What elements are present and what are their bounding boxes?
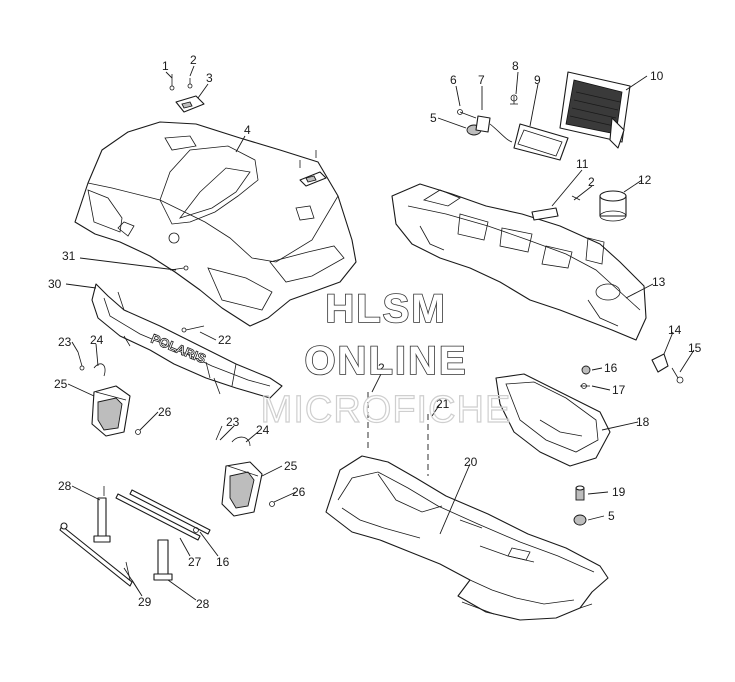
callout-19: 19 (612, 485, 626, 499)
callout-26-left: 26 (158, 405, 172, 419)
callout-16: 16 (216, 555, 230, 569)
callout-14: 14 (668, 323, 682, 337)
callout-2-dash: 2 (588, 175, 595, 189)
callout-6: 6 (450, 73, 457, 87)
callout-numbers: 1 2 3 4 5 6 7 8 9 10 11 2 12 13 14 15 16… (48, 53, 702, 611)
callout-26-right: 26 (292, 485, 306, 499)
callout-30: 30 (48, 277, 62, 291)
callout-3: 3 (206, 71, 213, 85)
headlight-left-part (91, 385, 131, 437)
callout-1: 1 (162, 59, 169, 73)
callout-24-left: 24 (90, 333, 104, 347)
callout-10: 10 (650, 69, 664, 83)
callout-13: 13 (652, 275, 666, 289)
clips-14-17 (571, 195, 684, 389)
callout-17: 17 (612, 383, 626, 397)
callout-11: 11 (576, 157, 589, 171)
callout-27: 27 (188, 555, 202, 569)
callout-9: 9 (534, 73, 541, 87)
latch-hardware-1-3 (169, 74, 327, 187)
rods-and-straps (59, 486, 211, 587)
callout-2: 2 (190, 53, 197, 67)
callout-12: 12 (638, 173, 652, 187)
headlight-right-part (221, 461, 263, 517)
callout-20: 20 (464, 455, 478, 469)
callout-5: 5 (430, 111, 437, 125)
cap-fasteners-5-8 (457, 94, 518, 143)
callout-28-bottom: 28 (196, 597, 210, 611)
plugs-19-5 (573, 485, 587, 526)
callout-23-left: 23 (58, 335, 72, 349)
cup-holder-part (599, 190, 627, 222)
watermark-line-2: ONLINE (304, 339, 467, 383)
callout-28-top: 28 (58, 479, 72, 493)
callout-5-floor: 5 (608, 509, 615, 523)
vent-grille-part (559, 71, 631, 149)
watermark: HLSM ONLINE MICROFICHE (260, 286, 512, 431)
alignment-dashes (367, 392, 429, 476)
callout-22: 22 (218, 333, 232, 347)
glovebox-part (495, 373, 611, 467)
callout-25-right: 25 (284, 459, 298, 473)
callout-4: 4 (244, 123, 251, 137)
dashboard-part (391, 183, 647, 341)
callout-7: 7 (478, 73, 485, 87)
callout-24-right: 24 (256, 423, 270, 437)
callout-23-right: 23 (226, 415, 240, 429)
callout-31: 31 (62, 249, 76, 263)
watermark-line-3: MICROFICHE (261, 389, 512, 431)
callout-21: 21 (436, 397, 450, 411)
callout-8: 8 (512, 59, 519, 73)
callout-25-left: 25 (54, 377, 68, 391)
seal-gasket-part (513, 123, 569, 161)
floor-pan-part (325, 455, 609, 621)
callout-15: 15 (688, 341, 702, 355)
callout-18: 18 (636, 415, 650, 429)
callout-29: 29 (138, 595, 152, 609)
callout-16-dash: 16 (604, 361, 618, 375)
watermark-line-1: HLSM (325, 287, 446, 331)
leader-lines (65, 65, 695, 601)
small-fasteners (77, 265, 275, 507)
callout-2-floor: 2 (378, 361, 385, 375)
